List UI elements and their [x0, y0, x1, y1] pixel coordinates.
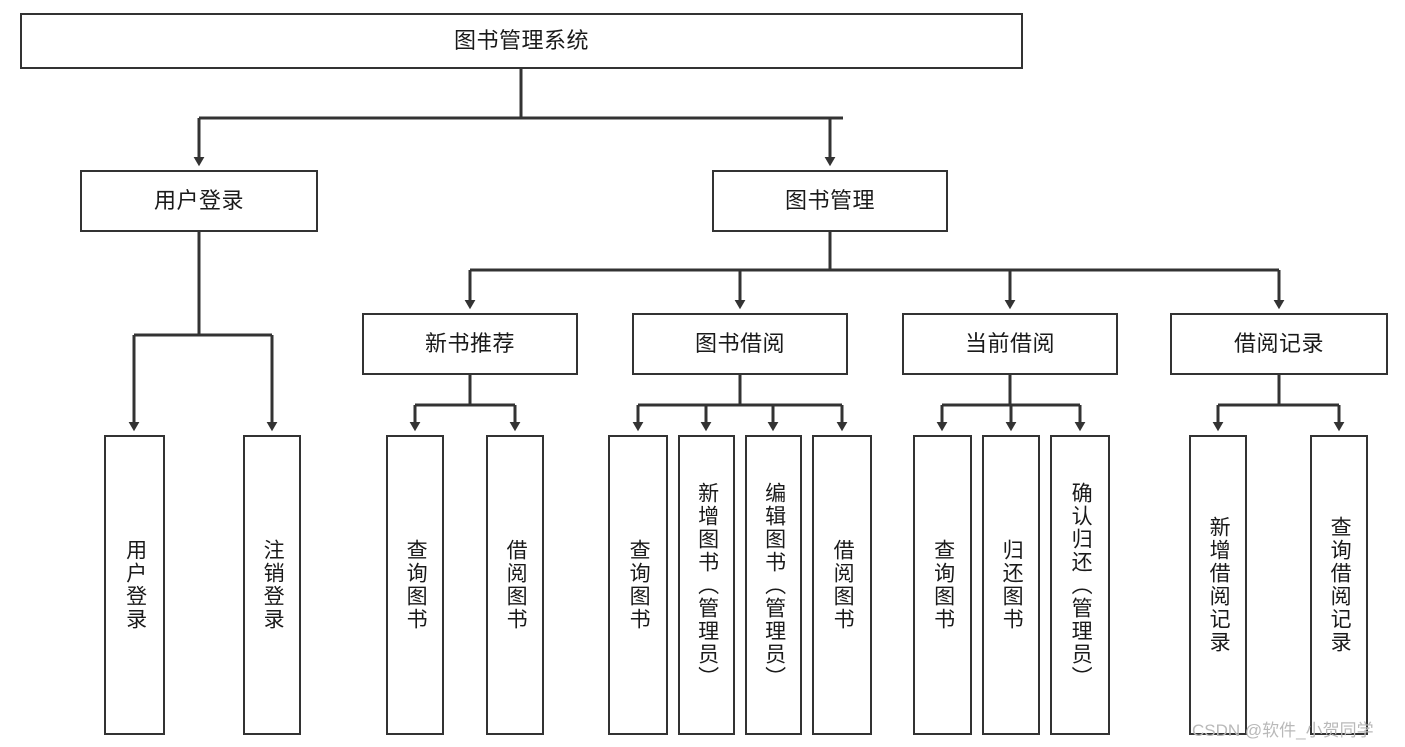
node-root-label: 图书管理系统: [453, 28, 589, 54]
node-leaf-bb-edit-label: 编辑图书（管理员）: [762, 481, 786, 689]
node-leaf-rec-query-label: 查询图书: [404, 539, 428, 631]
node-current-borrow-label: 当前借阅: [964, 331, 1055, 357]
node-leaf-rec-query[interactable]: 查询图书: [386, 435, 444, 735]
node-borrow-record[interactable]: 借阅记录: [1170, 313, 1388, 375]
node-leaf-bb-query[interactable]: 查询图书: [608, 435, 668, 735]
node-leaf-cb-confirm-label: 确认归还（管理员）: [1069, 481, 1093, 689]
node-leaf-user-logout-label: 注销登录: [261, 539, 285, 631]
node-leaf-bb-add-label: 新增图书（管理员）: [695, 481, 719, 689]
node-borrow-record-label: 借阅记录: [1233, 331, 1324, 357]
node-leaf-bb-edit[interactable]: 编辑图书（管理员）: [745, 435, 802, 735]
node-book-borrow-label: 图书借阅: [694, 331, 785, 357]
node-leaf-bb-borrow-label: 借阅图书: [831, 539, 855, 631]
node-user-login-label: 用户登录: [153, 188, 244, 214]
node-book-borrow[interactable]: 图书借阅: [632, 313, 848, 375]
node-leaf-user-login-label: 用户登录: [123, 539, 147, 631]
node-leaf-bb-borrow[interactable]: 借阅图书: [812, 435, 872, 735]
node-book-manage[interactable]: 图书管理: [712, 170, 948, 232]
node-current-borrow[interactable]: 当前借阅: [902, 313, 1118, 375]
node-leaf-br-query[interactable]: 查询借阅记录: [1310, 435, 1368, 735]
node-leaf-cb-return[interactable]: 归还图书: [982, 435, 1040, 735]
node-leaf-br-add-label: 新增借阅记录: [1207, 516, 1231, 654]
node-leaf-bb-add[interactable]: 新增图书（管理员）: [678, 435, 735, 735]
node-leaf-cb-query[interactable]: 查询图书: [913, 435, 972, 735]
node-new-book-rec[interactable]: 新书推荐: [362, 313, 578, 375]
node-root[interactable]: 图书管理系统: [20, 13, 1023, 69]
node-leaf-br-add[interactable]: 新增借阅记录: [1189, 435, 1247, 735]
node-new-book-rec-label: 新书推荐: [424, 331, 515, 357]
node-leaf-rec-borrow-label: 借阅图书: [504, 539, 528, 631]
node-leaf-user-login[interactable]: 用户登录: [104, 435, 165, 735]
node-leaf-rec-borrow[interactable]: 借阅图书: [486, 435, 544, 735]
node-leaf-br-query-label: 查询借阅记录: [1328, 516, 1352, 654]
node-leaf-cb-confirm[interactable]: 确认归还（管理员）: [1050, 435, 1110, 735]
node-leaf-user-logout[interactable]: 注销登录: [243, 435, 301, 735]
node-user-login[interactable]: 用户登录: [80, 170, 318, 232]
node-leaf-cb-return-label: 归还图书: [1000, 539, 1024, 631]
csdn-watermark: CSDN @软件_小贺同学: [1192, 721, 1374, 740]
node-leaf-cb-query-label: 查询图书: [931, 539, 955, 631]
node-book-manage-label: 图书管理: [784, 188, 875, 214]
node-leaf-bb-query-label: 查询图书: [627, 539, 651, 631]
